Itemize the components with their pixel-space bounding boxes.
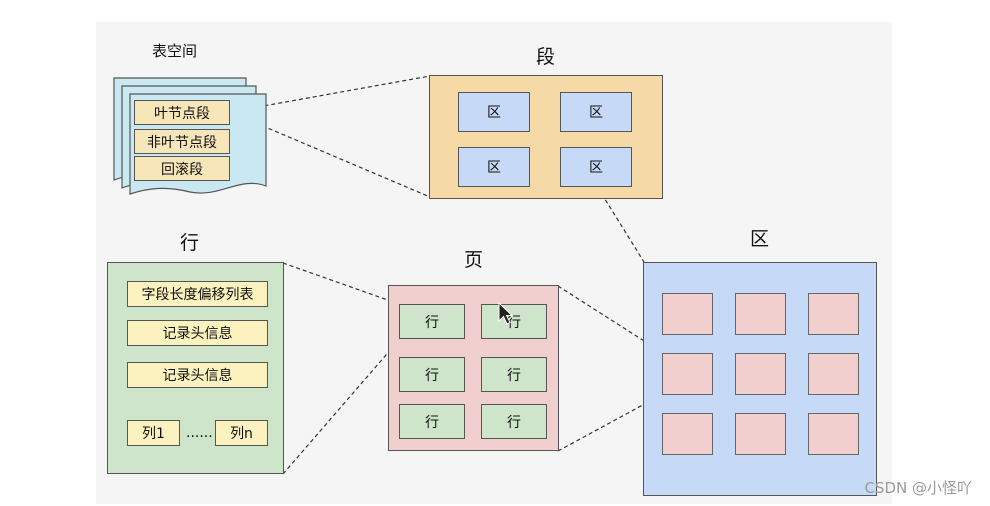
extent-page bbox=[808, 353, 859, 395]
extent-page bbox=[735, 353, 786, 395]
rollback-segment: 回滚段 bbox=[134, 156, 230, 181]
watermark: CSDN @小怪吖 bbox=[864, 479, 972, 497]
page-title: 页 bbox=[464, 249, 484, 271]
extent-page bbox=[662, 353, 713, 395]
extent-page bbox=[808, 413, 859, 455]
mouse-cursor-icon bbox=[498, 302, 514, 325]
extent-page bbox=[662, 293, 713, 335]
extent-page bbox=[735, 413, 786, 455]
record-header-info: 记录头信息 bbox=[127, 362, 268, 388]
connector-extent-to-detail bbox=[597, 187, 645, 263]
column-last: 列n bbox=[215, 420, 268, 446]
extent-page bbox=[735, 293, 786, 335]
non-leaf-node-segment: 非叶节点段 bbox=[134, 129, 230, 154]
leaf-node-segment: 叶节点段 bbox=[134, 100, 230, 125]
column-ellipsis: ...... bbox=[186, 425, 213, 441]
connector-row-bottom bbox=[282, 339, 400, 475]
connector-leaf-segment-top bbox=[229, 75, 431, 113]
tablespace-title: 表空间 bbox=[152, 42, 198, 60]
page-row: 行 bbox=[481, 404, 547, 439]
record-header-info: 记录头信息 bbox=[127, 320, 268, 346]
row-title: 行 bbox=[180, 232, 200, 254]
page-row: 行 bbox=[399, 357, 465, 392]
page-row: 行 bbox=[481, 357, 547, 392]
segment-extent: 区 bbox=[458, 92, 530, 132]
extent-page bbox=[662, 413, 713, 455]
segment-extent: 区 bbox=[560, 92, 632, 132]
field-length-offset-list: 字段长度偏移列表 bbox=[127, 281, 268, 307]
page-row: 行 bbox=[481, 304, 547, 339]
extent-page bbox=[808, 293, 859, 335]
segment-title: 段 bbox=[536, 46, 556, 68]
connector-row-top bbox=[282, 262, 400, 305]
segment-extent: 区 bbox=[458, 147, 530, 187]
segment-extent: 区 bbox=[560, 147, 632, 187]
page-row: 行 bbox=[399, 304, 465, 339]
column-first: 列1 bbox=[127, 420, 180, 446]
extent-title: 区 bbox=[750, 228, 770, 250]
page-row: 行 bbox=[399, 404, 465, 439]
